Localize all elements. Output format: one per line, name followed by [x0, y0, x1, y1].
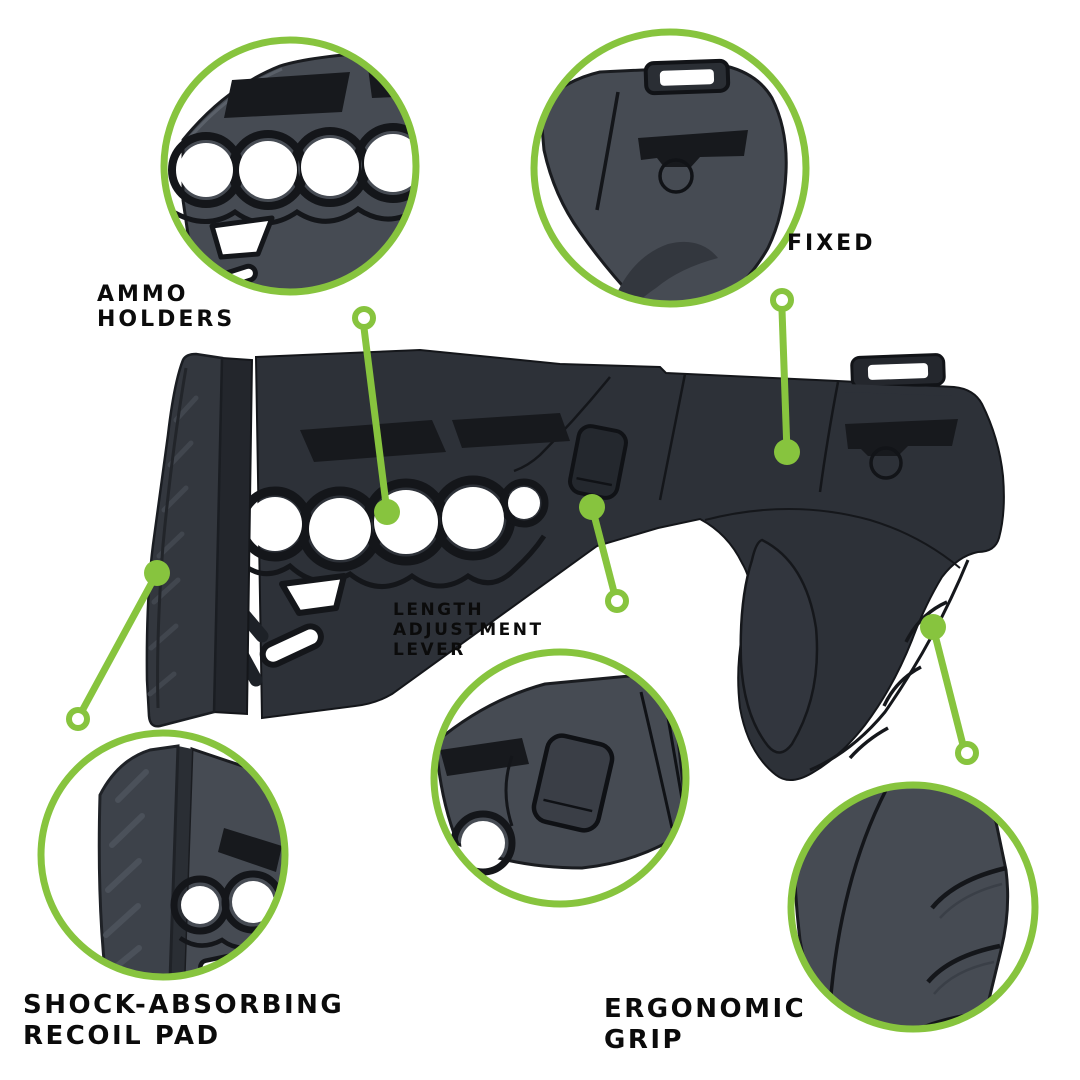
inset-circle-border — [430, 648, 690, 908]
callout-line-fixed — [770, 288, 800, 465]
callout-line-grip — [920, 614, 979, 765]
callout-line-recoil-pad — [66, 560, 170, 731]
label-line: SHOCK-ABSORBING — [23, 990, 345, 1020]
inset-circle-border — [37, 729, 289, 981]
texture-panel-mid — [452, 413, 570, 448]
inset-fixed-zoom — [530, 28, 810, 308]
callout-lines — [66, 288, 979, 765]
label-line: HOLDERS — [97, 307, 236, 333]
texture-panel-receiver — [845, 419, 958, 456]
label-line: AMMO — [97, 282, 189, 307]
recoil-pad-contour — [156, 367, 188, 709]
slot-cutout — [259, 623, 324, 668]
callout-dot — [774, 439, 800, 465]
label-line: ERGONOMIC — [604, 994, 807, 1024]
callout-dot — [374, 499, 400, 525]
callout-line-lever — [579, 494, 629, 613]
inset-recoil-pad-zoom — [37, 729, 289, 981]
inset-ammo-holders-zoom — [160, 36, 420, 296]
label-ammo-holders: AMMO HOLDERS — [97, 282, 235, 333]
label-line: ADJUSTMENT — [393, 620, 544, 641]
label-fixed: FIXED — [787, 231, 875, 256]
label-line: FIXED — [787, 231, 876, 256]
stock-seam-lines — [513, 373, 840, 501]
label-line: LEVER — [393, 640, 466, 661]
texture-panel-left — [300, 420, 446, 462]
receiver-button — [869, 446, 903, 480]
label-length-adjustment-lever: LENGTH ADJUSTMENT LEVER — [393, 600, 544, 660]
recoil-pad-ridges — [147, 395, 199, 697]
sling-loop — [850, 353, 946, 389]
callout-ring — [352, 306, 376, 330]
pistol-grip-details — [704, 508, 970, 772]
callout-line-ammo-holders — [352, 306, 400, 525]
callout-ring — [605, 589, 629, 613]
main-product-photo — [145, 348, 1005, 781]
inset-lever-zoom — [430, 648, 690, 908]
label-ergonomic-grip: ERGONOMIC GRIP — [604, 994, 806, 1055]
triangle-cutout — [279, 573, 347, 616]
label-line: RECOIL PAD — [23, 1020, 221, 1051]
callout-dot — [920, 614, 946, 640]
label-shock-absorbing-recoil-pad: SHOCK-ABSORBING RECOIL PAD — [23, 990, 344, 1051]
callout-ring — [770, 288, 794, 312]
inset-circle-border — [160, 36, 420, 296]
label-line: LENGTH — [393, 600, 485, 620]
callout-dot — [144, 560, 170, 586]
callout-ring — [66, 707, 90, 731]
inset-circle-border — [787, 781, 1039, 1033]
inset-grip-zoom — [787, 781, 1039, 1033]
callout-ring — [955, 741, 979, 765]
callout-dot — [579, 494, 605, 520]
length-adjustment-lever — [568, 424, 628, 500]
inset-circle-border — [530, 28, 810, 308]
label-line: GRIP — [604, 1024, 685, 1055]
hole-sculpt-wave — [236, 534, 547, 589]
